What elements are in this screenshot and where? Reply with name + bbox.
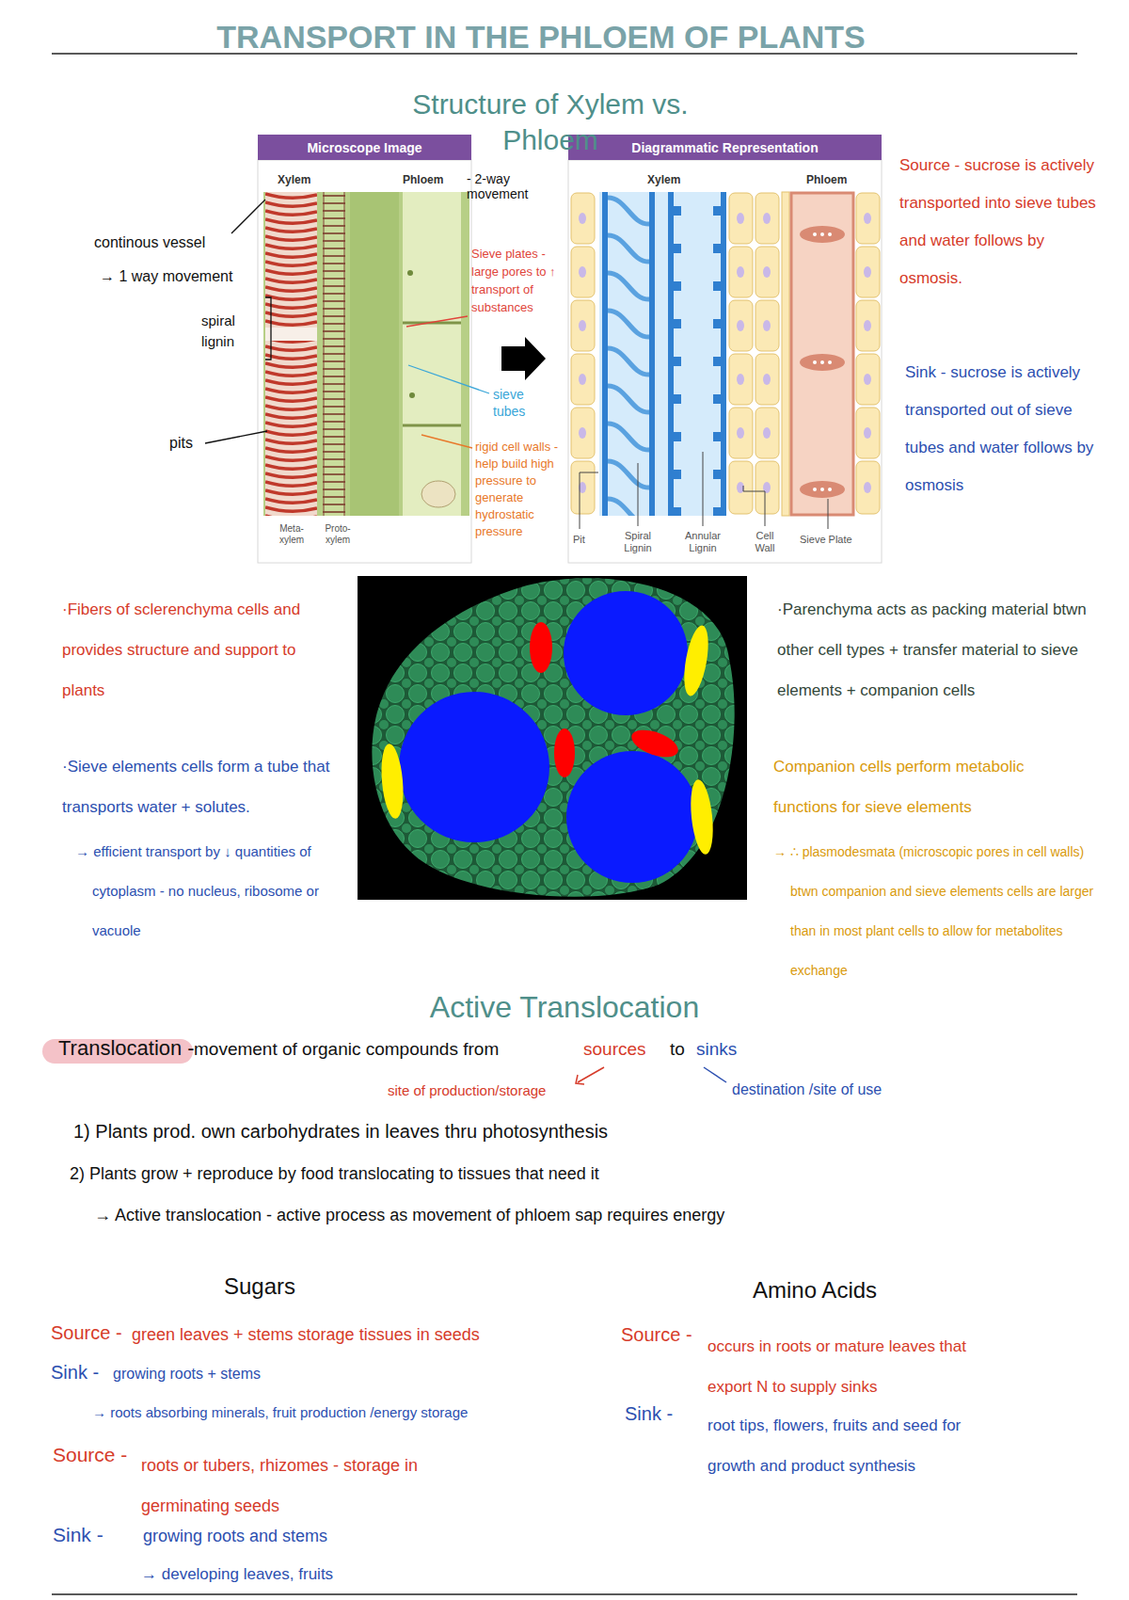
note: 2) Plants grow + reproduce by food trans… [69,1162,600,1185]
annotation: continous vessel [94,233,206,253]
note: ·Fibers of sclerenchyma cells and provid… [62,588,321,711]
note: → roots absorbing minerals, fruit produc… [92,1403,468,1422]
axis-label: Meta-xylem [270,523,314,546]
page-title: TRANSPORT IN THE PHLOEM OF PLANTS [169,16,913,58]
note: Companion cells perform metabolic functi… [773,746,1084,827]
note: → efficient transport by ↓ quantities of… [75,831,349,951]
header-band: Diagrammatic Representation [568,134,882,160]
annotation: destination /site of use [731,1080,882,1099]
annotation: rigid cell walls -help build high pressu… [475,438,568,541]
annotation: Sieve plates -large pores to ↑ transport… [471,244,566,317]
term: sources [583,1037,647,1061]
note: 1) Plants prod. own carbohydrates in lea… [73,1119,608,1144]
annotation: sieve tubes [492,385,550,420]
part-label: Spiral Lignin [612,529,664,555]
note: → ∴ plasmodesmata (microscopic pores in … [773,831,1114,990]
note: to [669,1037,685,1061]
band-text: Diagrammatic Representation [631,140,818,156]
column-header: Xylem [277,173,311,188]
term: Sink - [50,1360,99,1384]
part-label: Annular Lignin [676,529,730,555]
column-header: Xylem [647,173,681,188]
note: roots or tubers, rhizomes - storage in g… [141,1445,509,1527]
note: → developing leaves, fruits [141,1563,334,1584]
section-heading: Active Translocation [376,987,753,1026]
note: ·Sieve elements cells form a tube that t… [62,746,345,827]
note: Sink - sucrose is actively transported o… [905,353,1105,505]
column-heading: Amino Acids [752,1275,877,1304]
annotation: pits [169,433,193,453]
annotation: site of production/storage [387,1081,546,1100]
section-heading: Structure of Xylem vs. Phloem [376,86,725,158]
term: Sink - [624,1401,673,1426]
term: Translocation - [58,1034,195,1062]
term: Source - [52,1442,128,1467]
part-label: Sieve Plate [799,533,853,547]
header-band: Microscope Image [257,134,472,160]
note: ·Parenchyma acts as packing material btw… [777,588,1116,711]
column-header: Phloem [402,173,444,188]
note: root tips, flowers, fruits and seed for … [707,1404,1009,1486]
note: → Active translocation - active process … [94,1204,725,1226]
column-header: Phloem [806,173,847,188]
term: Source - [620,1322,693,1347]
term: sinks [696,1037,737,1061]
axis-label: Proto-xylem [316,523,360,546]
note: green leaves + stems storage tissues in … [131,1323,480,1346]
term: Source - [50,1320,123,1345]
part-label: Pit [572,533,586,547]
note: movement of organic compounds from [193,1037,499,1061]
note: Source - sucrose is actively transported… [899,146,1105,298]
note: growing roots + stems [112,1364,261,1384]
annotation: → 1 way movement [99,267,233,287]
part-label: Cell Wall [747,529,783,555]
note: growing roots and stems [143,1525,328,1547]
band-text: Microscope Image [306,140,422,156]
term: Sink - [52,1522,104,1547]
annotation: spiral lignin [201,310,260,352]
annotation: - 2-way movement [466,171,544,202]
column-heading: Sugars [223,1272,296,1301]
note: occurs in roots or mature leaves that ex… [707,1325,990,1407]
